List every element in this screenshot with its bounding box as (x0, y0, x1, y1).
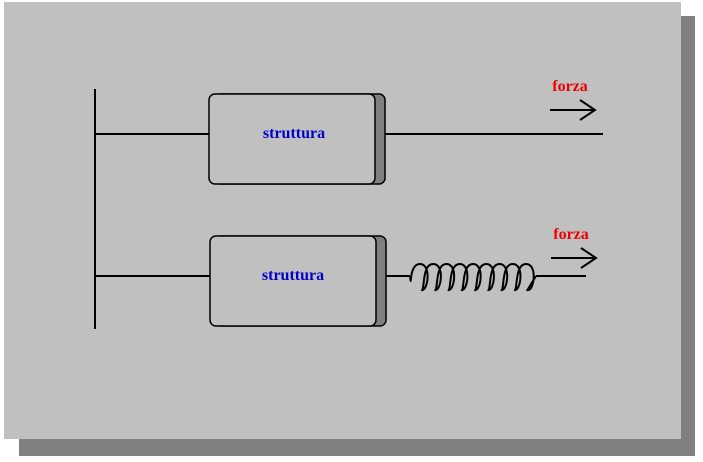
top-force-label: forza (552, 78, 588, 95)
panel-background (4, 2, 681, 439)
bottom-force-label: forza (553, 226, 589, 243)
bottom-structure-label: struttura (262, 267, 324, 284)
bottom-force-arrow (551, 247, 598, 269)
top-structure-box (208, 93, 376, 185)
top-structure-label: struttura (263, 125, 325, 142)
top-system: struttura forza (95, 78, 603, 185)
top-force-arrow (550, 99, 597, 121)
bottom-structure-box (209, 235, 377, 327)
spring-coil (409, 262, 537, 292)
bottom-system: struttura forza (95, 226, 598, 327)
